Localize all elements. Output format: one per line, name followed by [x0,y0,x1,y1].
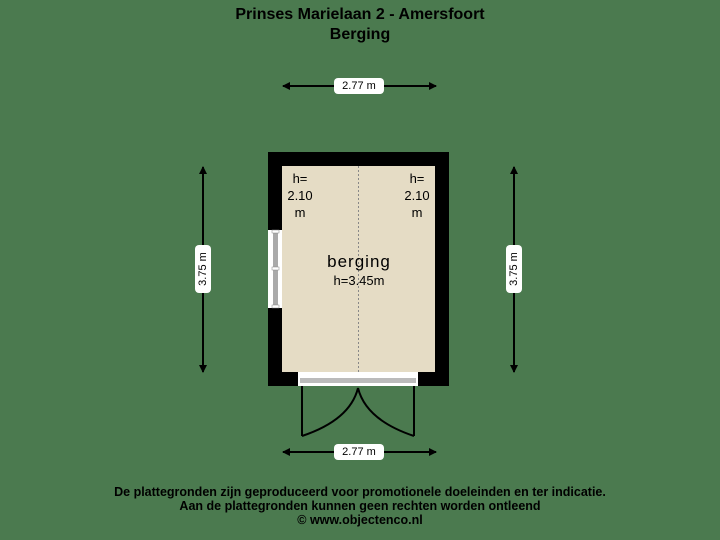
plan-title-floor: Berging [329,26,391,43]
ceiling-height-right: h= 2.10 m [404,171,430,220]
room-height: h=3.45m [333,273,385,288]
door-swing-left [301,387,359,437]
door-swing-right [357,387,415,437]
dimension-right: 3.75 m [506,245,522,293]
dimension-top: 2.77 m [334,78,384,94]
ceiling-height-left: h= 2.10 m [287,171,313,220]
dimension-left: 3.75 m [195,245,211,293]
plan-title-address: Prinses Marielaan 2 - Amersfoort [235,6,485,23]
copyright-line: © www.objectenco.nl [297,513,423,527]
dimension-bottom: 2.77 m [334,444,384,460]
room-name: berging [327,252,391,271]
disclaimer-line-1: De plattegronden zijn geproduceerd voor … [114,485,606,499]
room-floor [282,166,435,372]
disclaimer-line-2: Aan de plattegronden kunnen geen rechten… [179,499,541,513]
